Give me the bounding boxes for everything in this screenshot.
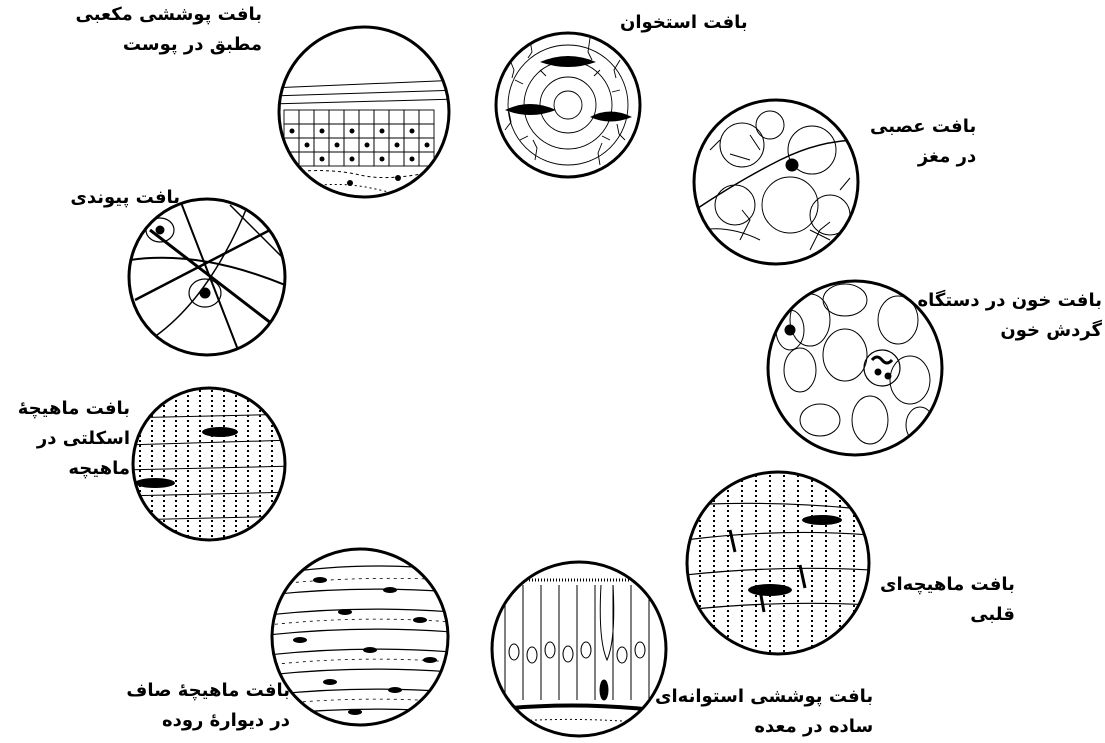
columnar-epithelium-circle — [490, 562, 670, 736]
nerve-tissue-circle — [694, 100, 860, 264]
label-bone: بافت استخوان — [620, 8, 748, 38]
blood-tissue-circle — [768, 281, 942, 455]
cuboidal-epithelium-circle — [270, 27, 460, 197]
cardiac-muscle-circle — [685, 470, 870, 660]
connective-tissue-circle — [129, 199, 285, 355]
skeletal-muscle-circle — [125, 388, 295, 540]
smooth-muscle-circle — [268, 549, 452, 725]
bone-tissue-circle — [496, 33, 640, 177]
label-connective: بافت پیوندی — [70, 183, 180, 213]
